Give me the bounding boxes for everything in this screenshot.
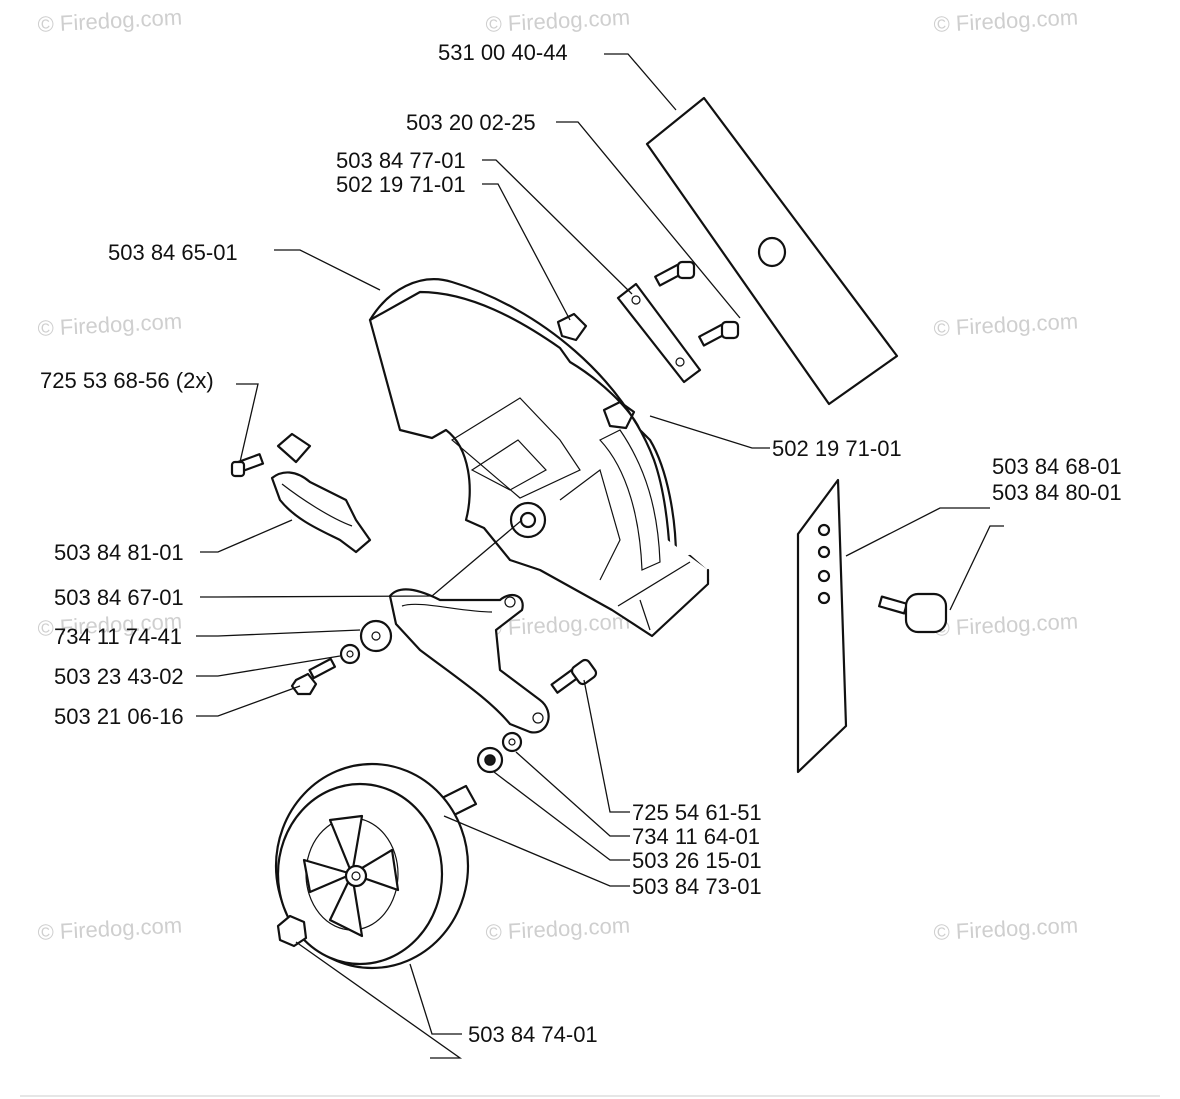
wheel-part	[274, 762, 470, 970]
belt-arm-part	[388, 588, 550, 734]
clamp-plate-part	[616, 260, 740, 384]
clip-nut-part	[556, 312, 636, 430]
watermark: © Firedog.com	[933, 308, 1079, 341]
watermark: © Firedog.com	[485, 4, 631, 37]
part-label-503-84-74-01: 503 84 74-01	[468, 1022, 598, 1047]
part-label-725-53-68-56: 725 53 68-56 (2x)	[40, 368, 214, 393]
watermark: © Firedog.com	[37, 4, 183, 37]
part-label-502-19-71-01: 502 19 71-01	[336, 172, 466, 197]
watermark: © Firedog.com	[485, 912, 631, 945]
part-label-503-26-15-01: 503 26 15-01	[632, 848, 762, 873]
arm-screw-part	[550, 658, 598, 694]
part-label-503-84-65-01: 503 84 65-01	[108, 240, 238, 265]
part-label-502-19-71-01-b: 502 19 71-01	[772, 436, 902, 461]
watermark: © Firedog.com	[933, 4, 1079, 37]
part-label-503-84-67-01: 503 84 67-01	[54, 585, 184, 610]
part-label-503-84-80-01: 503 84 80-01	[992, 480, 1122, 505]
guard-housing-part	[368, 278, 710, 638]
part-labels: 531 00 40-44 503 20 02-25 503 84 77-01 5…	[40, 40, 1122, 1047]
watermark: © Firedog.com	[933, 912, 1079, 945]
part-label-503-84-81-01: 503 84 81-01	[54, 540, 184, 565]
part-label-503-23-43-02: 503 23 43-02	[54, 664, 184, 689]
watermarks: © Firedog.com © Firedog.com © Firedog.co…	[37, 4, 1079, 945]
watermark: © Firedog.com	[37, 308, 183, 341]
part-label-734-11-74-41: 734 11 74-41	[54, 624, 182, 649]
part-label-503-21-06-16: 503 21 06-16	[54, 704, 184, 729]
part-label-503-84-73-01: 503 84 73-01	[632, 874, 762, 899]
watermark: © Firedog.com	[933, 608, 1079, 641]
part-label-503-20-02-25: 503 20 02-25	[406, 110, 536, 135]
part-label-531-00-40-44: 531 00 40-44	[438, 40, 568, 65]
blade-part	[645, 96, 899, 406]
washer-bolt-cluster	[290, 619, 393, 696]
leader-lines	[196, 53, 1004, 1059]
bracket-clamp-part	[230, 432, 372, 554]
part-label-734-11-64-01: 734 11 64-01	[632, 824, 760, 849]
part-label-503-84-77-01: 503 84 77-01	[336, 148, 466, 173]
side-plate-part	[796, 478, 948, 774]
watermark: © Firedog.com	[37, 912, 183, 945]
part-label-503-84-68-01: 503 84 68-01	[992, 454, 1122, 479]
part-label-725-54-61-51: 725 54 61-51	[632, 800, 762, 825]
